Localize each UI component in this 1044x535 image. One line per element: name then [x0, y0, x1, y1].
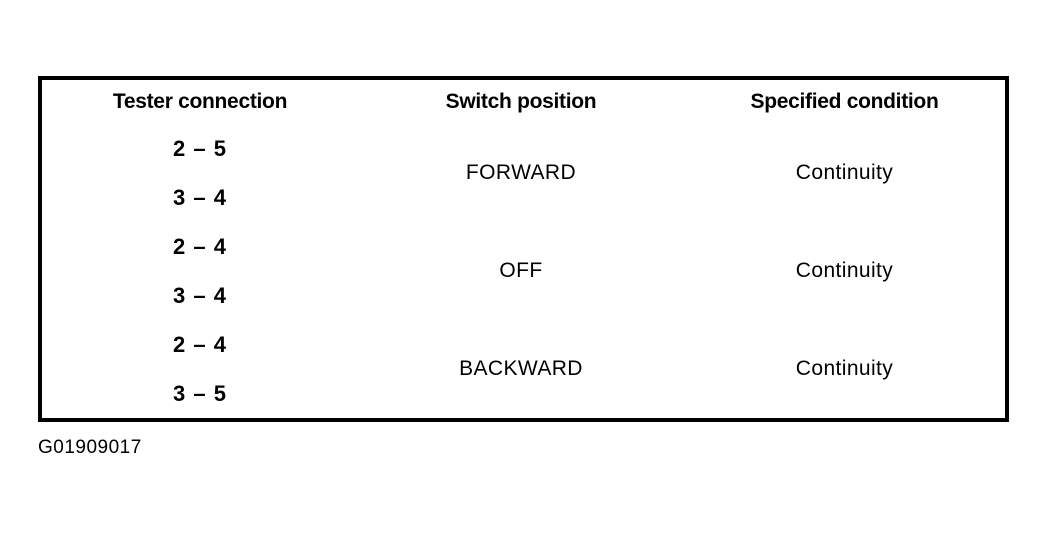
table-row: 2 – 4 BACKWARD Continuity [40, 320, 1007, 420]
switch-position-value: OFF [358, 222, 684, 320]
tester-connection-value: 2 – 4 [40, 222, 358, 271]
switch-position-value: BACKWARD [358, 320, 684, 420]
table-row: 3 – 5 [40, 369, 1007, 420]
specified-condition-value: Continuity [684, 320, 1007, 420]
figure-id-label: G01909017 [38, 437, 142, 458]
tester-connection-value: 3 – 4 [40, 271, 358, 320]
specified-condition-value: Continuity [684, 124, 1007, 222]
column-header-tester-connection: Tester connection [40, 78, 358, 124]
switch-position-value: FORWARD [358, 124, 684, 222]
tester-connection-table: Tester connection Switch position Specif… [38, 76, 1009, 422]
specified-condition-value: Continuity [684, 222, 1007, 320]
table-row: 2 – 5 FORWARD Continuity [40, 124, 1007, 222]
tester-connection-value: 2 – 4 [40, 320, 358, 369]
table-header-row: Tester connection Switch position Specif… [40, 78, 1007, 124]
tester-connection-value: 2 – 5 [40, 124, 358, 173]
tester-connection-value: 3 – 5 [40, 369, 358, 420]
column-header-switch-position: Switch position [358, 78, 684, 124]
table-row: 3 – 4 [40, 173, 1007, 222]
table-row: 2 – 4 OFF Continuity [40, 222, 1007, 320]
column-header-specified-condition: Specified condition [684, 78, 1007, 124]
tester-connection-value: 3 – 4 [40, 173, 358, 222]
table-row: 3 – 4 [40, 271, 1007, 320]
